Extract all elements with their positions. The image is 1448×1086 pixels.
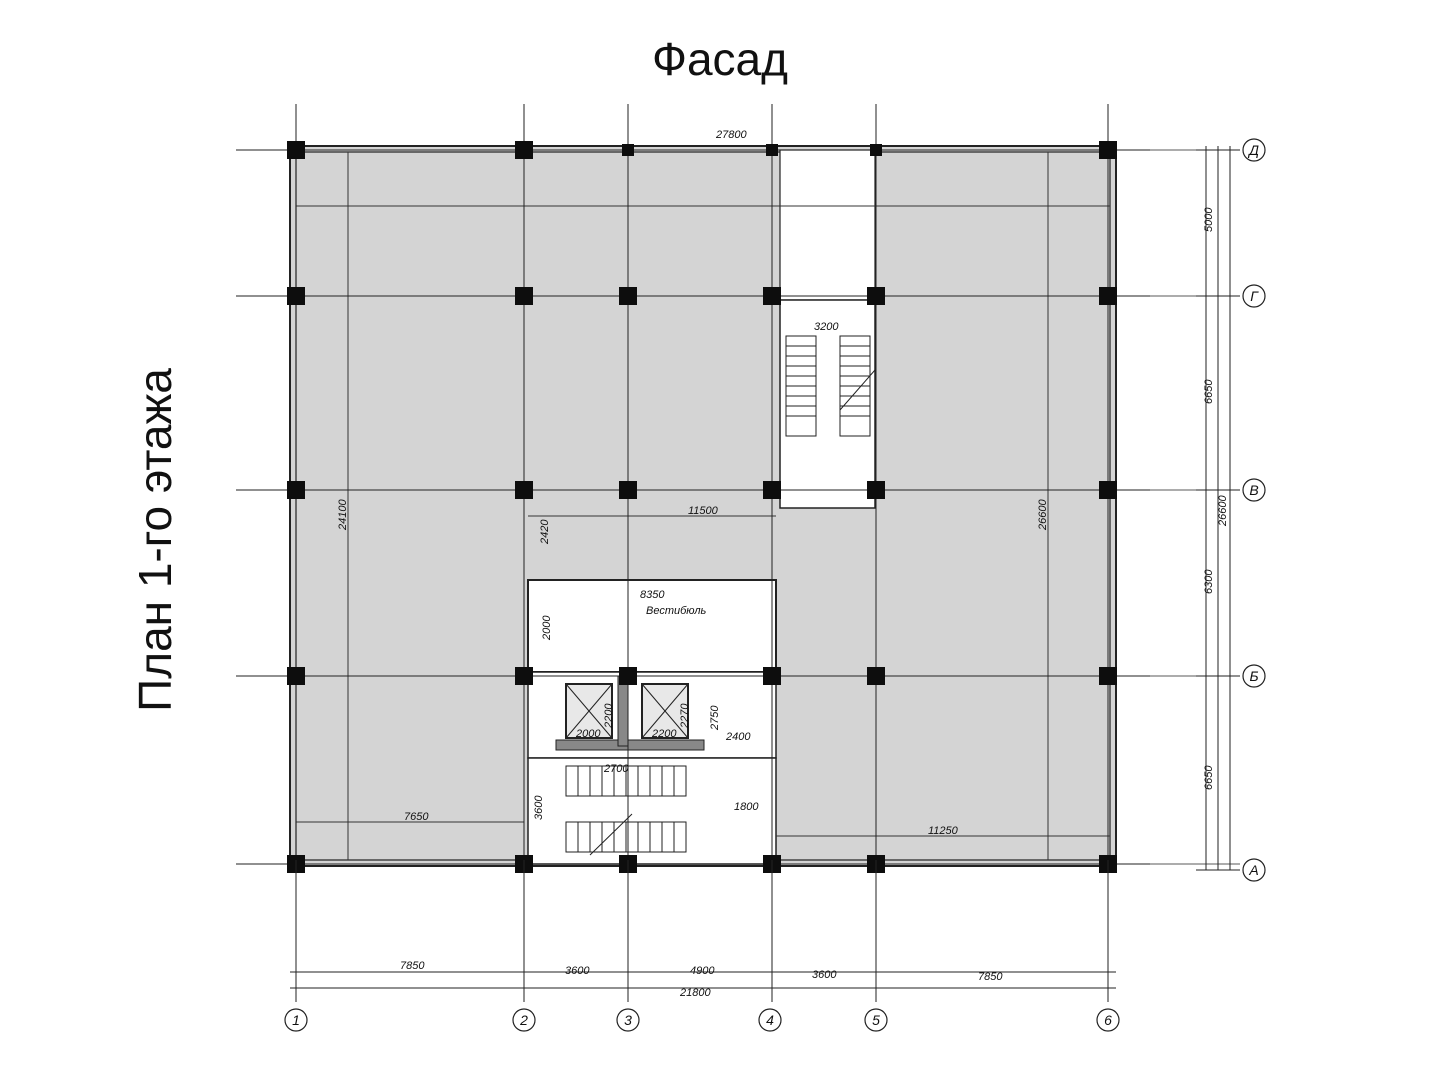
dim-bottom-4: 3600 [812,969,837,981]
dim-bottom-total: 21800 [679,987,711,999]
dim-right-inner: 26600 [1037,499,1049,531]
column-0-2 [287,481,305,499]
column-1-2 [515,481,533,499]
dim-gap: 2420 [539,519,551,545]
stair-core [779,299,876,509]
axis-label-v-5: 6 [1104,1012,1112,1028]
dim-bottom-3: 4900 [690,965,715,977]
axis-label-v-4: 5 [872,1012,880,1028]
dim-stair2: 2700 [603,763,629,775]
column-3-3 [763,667,781,685]
dim-top: 27800 [715,129,747,141]
dim-right-4: 6650 [1203,765,1215,790]
dim-right-total: 26600 [1217,495,1229,527]
column-4-2 [867,481,885,499]
dim-lift-hall: 2750 [709,705,721,731]
axis-label-v-1: 2 [519,1012,528,1028]
dim-vestibule-depth: 2000 [541,615,553,641]
dim-stair-top: 3200 [814,321,839,333]
column-5-1 [1099,287,1117,305]
vestibule [527,579,777,673]
stair-core-top [779,149,876,301]
column-4-3 [867,667,885,685]
column-0-1 [287,287,305,305]
column-1-1 [515,287,533,305]
axis-markers: 1 2 3 4 5 6 Д Г В Б А [284,138,1266,1032]
axis-marker-v-3 [758,1008,782,1032]
column-1-0 [515,141,533,159]
dim-stair2-side: 3600 [533,795,545,820]
dim-right-3: 6300 [1203,569,1215,594]
column-2-1 [619,287,637,305]
column-3-1 [763,287,781,305]
stair-upper [785,335,876,437]
column-0-3 [287,667,305,685]
column-2-0 [622,144,634,156]
dim-exit-w: 1800 [734,801,759,813]
column-3-2 [763,481,781,499]
column-0-0 [287,141,305,159]
stair-lower [565,765,687,856]
axis-label-h-3: Б [1249,668,1258,684]
room-label-vestibule: Вестибюль [646,605,707,617]
axis-marker-v-2 [616,1008,640,1032]
axis-label-h-1: Г [1250,288,1259,304]
dim-lift1-h: 2200 [603,703,615,729]
axis-marker-v-5 [1096,1008,1120,1032]
axis-marker-v-4 [864,1008,888,1032]
axis-marker-v-1 [512,1008,536,1032]
columns [287,141,1117,873]
dim-lift1-w: 2000 [575,728,601,740]
column-3-0 [766,144,778,156]
dim-lift2-w: 2200 [651,728,677,740]
axis-label-h-0: Д [1247,142,1259,158]
dim-bottom-1: 7850 [400,960,425,972]
column-2-3 [619,667,637,685]
dim-right-1: 5000 [1203,207,1215,232]
axis-grid [236,104,1240,1000]
column-4-0 [870,144,882,156]
axis-label-h-2: В [1249,482,1258,498]
column-5-0 [1099,141,1117,159]
axis-marker-h-2 [1242,478,1266,502]
dim-bottom-left: 7650 [404,811,429,823]
dim-corridor: 11500 [688,505,719,517]
lower-stair [527,757,777,865]
axis-marker-h-1 [1242,284,1266,308]
dim-left-inner: 24100 [337,499,349,531]
axis-label-h-4: А [1248,862,1258,878]
dim-bottom-right: 11250 [928,825,959,837]
column-1-3 [515,667,533,685]
column-5-2 [1099,481,1117,499]
axis-marker-h-4 [1242,858,1266,882]
axis-label-v-2: 3 [624,1012,632,1028]
axis-marker-h-3 [1242,664,1266,688]
axis-label-v-0: 1 [292,1012,300,1028]
dim-lift2-h: 2270 [679,703,691,729]
plan-title-facade: Фасад [652,33,788,85]
dim-right-2: 6650 [1203,379,1215,404]
dim-bottom-5: 7850 [978,971,1003,983]
column-4-1 [867,287,885,305]
dim-vestibule-width: 8350 [640,589,665,601]
dim-lift-hall-w: 2400 [725,731,751,743]
axis-label-v-3: 4 [766,1012,774,1028]
column-2-2 [619,481,637,499]
axis-marker-v-0 [284,1008,308,1032]
column-5-3 [1099,667,1117,685]
dim-bottom-2: 3600 [565,965,590,977]
axis-marker-h-0 [1242,138,1266,162]
